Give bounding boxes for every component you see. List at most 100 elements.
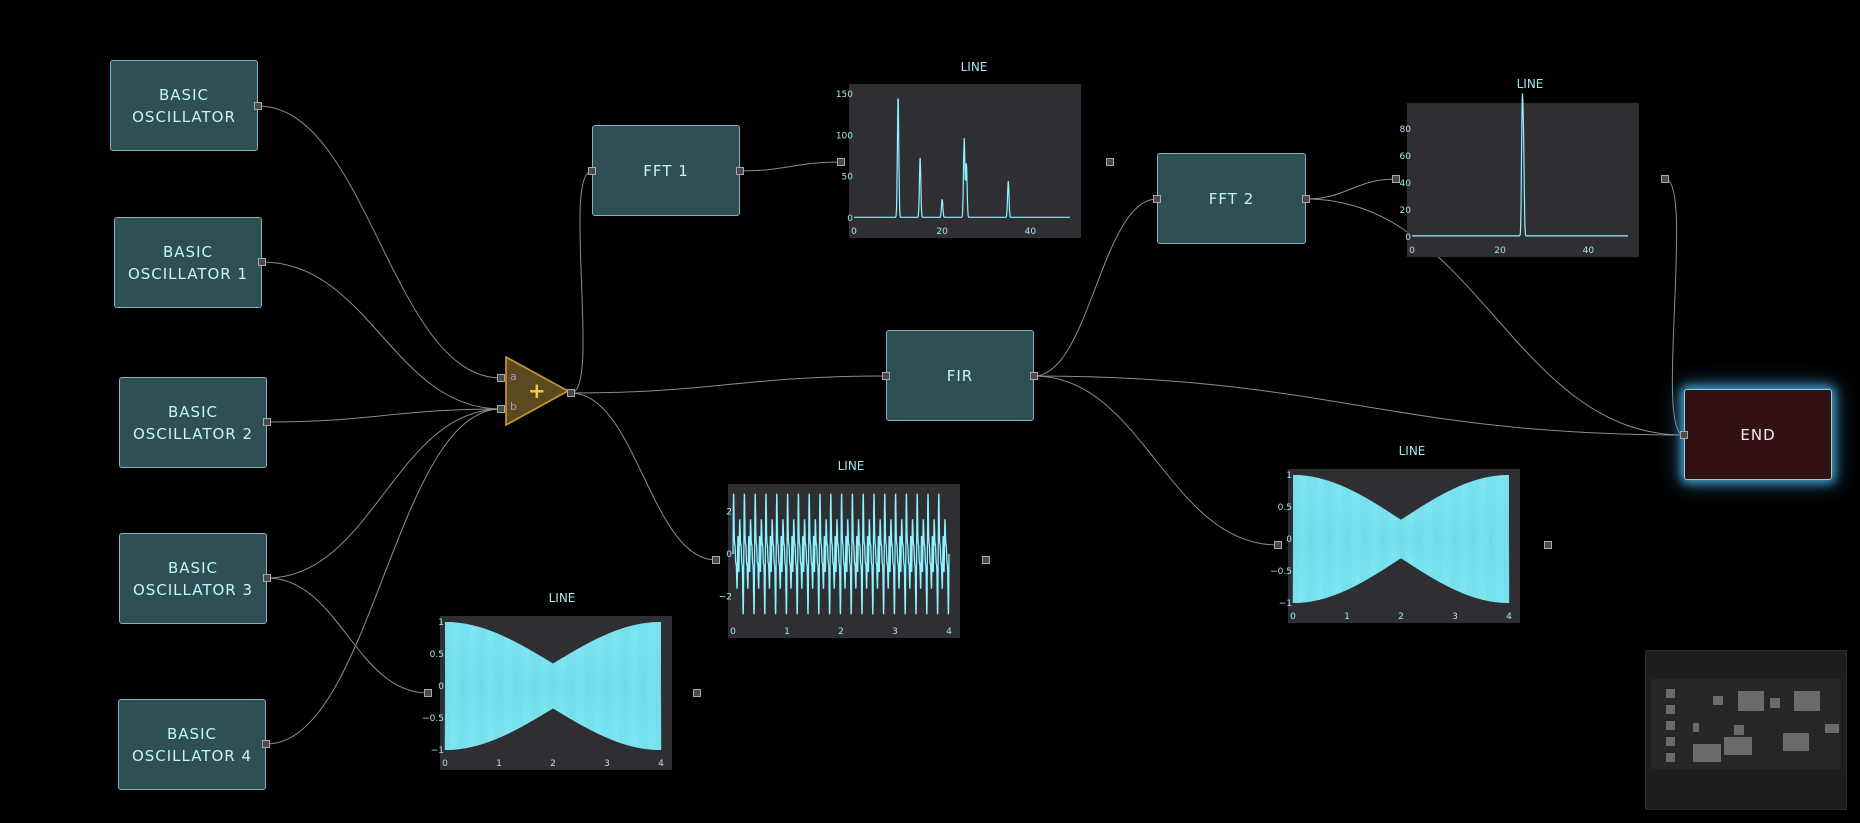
adder-output-port[interactable]	[567, 389, 575, 397]
tick-label: 150	[836, 90, 853, 100]
basic-oscillator-2-node[interactable]: BASIC OSCILLATOR 2	[119, 377, 267, 468]
tick-label: 0	[438, 682, 444, 692]
tick-label: 60	[1400, 152, 1412, 162]
plot-title: LINE	[960, 60, 988, 74]
tick-label: −1	[1279, 599, 1292, 609]
output-port[interactable]	[1030, 372, 1038, 380]
tick-label: −2	[719, 593, 732, 603]
plot-input-port[interactable]	[1392, 175, 1400, 183]
plot-title: LINE	[1516, 77, 1544, 91]
output-port[interactable]	[263, 574, 271, 582]
output-port[interactable]	[262, 740, 270, 748]
tick-label: 0	[1409, 246, 1415, 256]
basic-oscillator-4-node[interactable]: BASIC OSCILLATOR 4	[118, 699, 266, 790]
tick-label: 2	[838, 627, 844, 637]
tick-label: 4	[658, 759, 664, 769]
tick-label: 3	[892, 627, 898, 637]
tick-label: 100	[836, 131, 853, 141]
plot-input-port[interactable]	[712, 556, 720, 564]
adder-input-b-label: b	[510, 400, 517, 413]
node-label: END	[1740, 425, 1776, 444]
basic-oscillator-1-node[interactable]: BASIC OSCILLATOR 1	[114, 217, 262, 308]
plot-output-port[interactable]	[693, 689, 701, 697]
connection-wire	[570, 392, 717, 561]
tick-label: 1	[438, 618, 444, 628]
tick-label: 0	[442, 759, 448, 769]
fft-2-node[interactable]: FFT 2	[1157, 153, 1306, 244]
plot-input-port[interactable]	[837, 158, 845, 166]
tick-label: 1	[496, 759, 502, 769]
tick-label: −1	[431, 746, 444, 756]
connection-wire	[1033, 375, 1279, 546]
series-line	[732, 493, 950, 615]
connection-wire	[570, 375, 887, 394]
basic-oscillator-3-node[interactable]: BASIC OSCILLATOR 3	[119, 533, 267, 624]
node-label: BASIC OSCILLATOR 3	[132, 558, 254, 599]
input-port[interactable]	[588, 167, 596, 175]
input-port[interactable]	[1153, 195, 1161, 203]
connection-wire	[1664, 178, 1685, 436]
tick-label: 40	[1583, 246, 1595, 256]
connection-wire	[257, 105, 502, 379]
tick-label: 0	[1405, 233, 1411, 243]
output-port[interactable]	[736, 167, 744, 175]
plot-title: LINE	[1398, 444, 1426, 458]
plot-output-port[interactable]	[1106, 158, 1114, 166]
connection-wire	[266, 408, 502, 423]
node-label: BASIC OSCILLATOR	[132, 85, 236, 126]
basic-oscillator-node[interactable]: BASIC OSCILLATOR	[110, 60, 258, 151]
plus-icon: +	[528, 379, 546, 403]
output-port[interactable]	[263, 418, 271, 426]
minimap[interactable]	[1645, 650, 1847, 810]
node-label: BASIC OSCILLATOR 2	[132, 402, 254, 443]
adder-input-a-label: a	[510, 370, 517, 383]
output-port[interactable]	[1302, 195, 1310, 203]
tick-label: −0.5	[1270, 567, 1292, 577]
tick-label: 50	[842, 173, 854, 183]
plot-output-port[interactable]	[982, 556, 990, 564]
tick-label: 4	[946, 627, 952, 637]
tick-label: 1	[784, 627, 790, 637]
plot-input-port[interactable]	[1274, 541, 1282, 549]
plot-output-port[interactable]	[1661, 175, 1669, 183]
tick-label: 1	[1286, 471, 1292, 481]
input-port[interactable]	[882, 372, 890, 380]
output-port[interactable]	[258, 258, 266, 266]
plot-area	[1412, 109, 1628, 237]
connection-wire	[739, 161, 842, 172]
adder-node[interactable]: + a b	[504, 355, 570, 427]
tick-label: 80	[1400, 125, 1412, 135]
tick-label: 2	[1398, 612, 1404, 622]
tick-label: 2	[726, 507, 732, 517]
tick-label: 3	[1452, 612, 1458, 622]
input-port[interactable]	[1680, 431, 1688, 439]
connection-wire	[1033, 375, 1685, 436]
tick-label: 40	[1025, 227, 1037, 237]
plot-input-port[interactable]	[424, 689, 432, 697]
adder-input-port-a[interactable]	[497, 374, 505, 382]
end-node[interactable]: END	[1684, 389, 1832, 480]
tick-label: 0	[1290, 612, 1296, 622]
tick-label: 0	[730, 627, 736, 637]
fir-node[interactable]: FIR	[886, 330, 1034, 421]
tick-label: 3	[604, 759, 610, 769]
tick-label: 1	[1344, 612, 1350, 622]
plot-output-port[interactable]	[1544, 541, 1552, 549]
output-port[interactable]	[254, 102, 262, 110]
node-label: FFT 2	[1208, 189, 1255, 208]
fft-1-node[interactable]: FFT 1	[592, 125, 740, 216]
adder-input-port-b[interactable]	[497, 405, 505, 413]
tick-label: 0	[851, 227, 857, 237]
tick-label: 20	[1494, 246, 1506, 256]
tick-label: 0.5	[1278, 503, 1292, 513]
tick-label: 4	[1506, 612, 1512, 622]
node-label: BASIC OSCILLATOR 1	[127, 242, 249, 283]
plot-area	[854, 90, 1070, 218]
